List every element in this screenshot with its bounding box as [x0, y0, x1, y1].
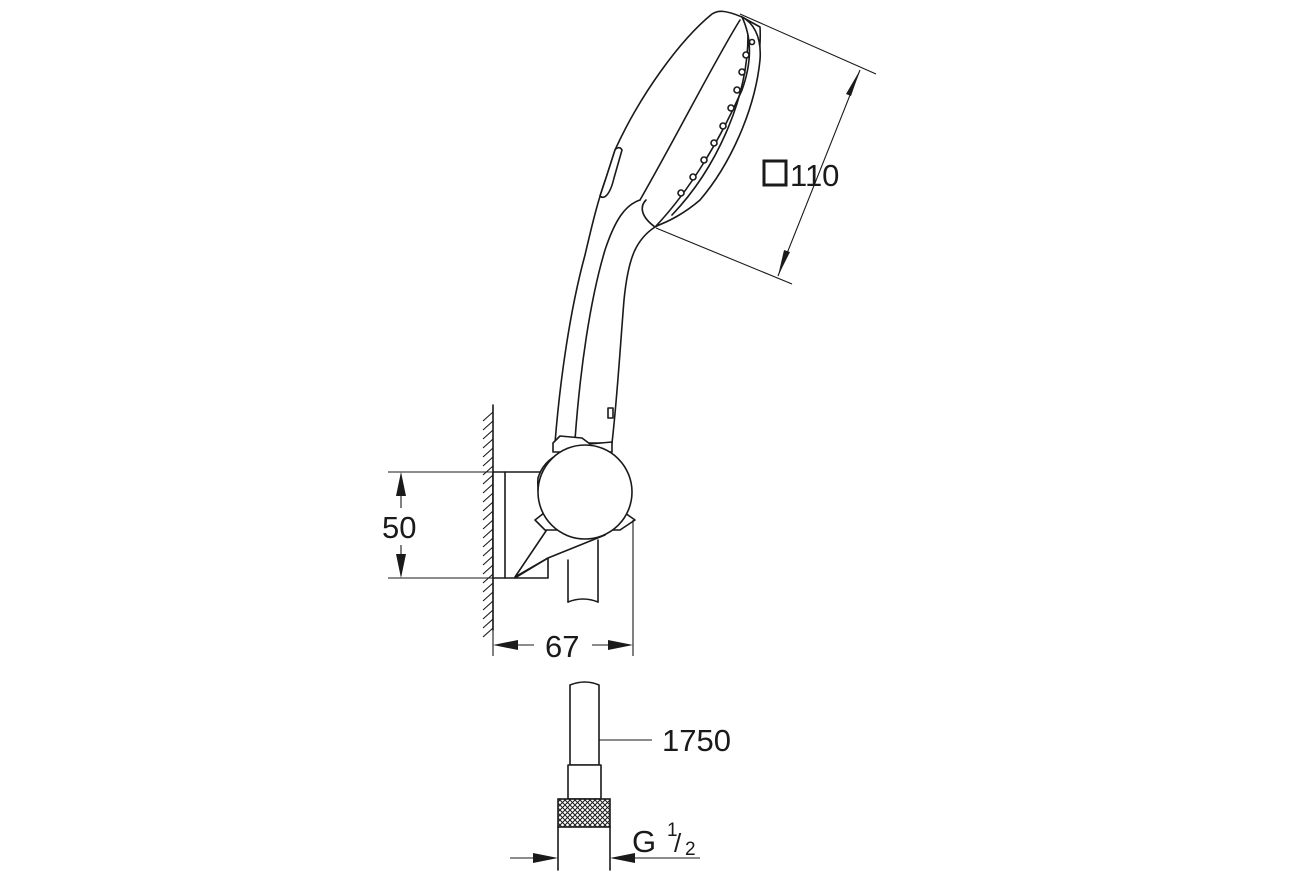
square-symbol: [762, 159, 788, 187]
thread-slash: /: [674, 828, 682, 858]
hatch-mark: [482, 519, 494, 530]
hose-detail: [557, 681, 611, 871]
hatch-mark: [482, 618, 494, 629]
dim-bracket-height-label: 50: [382, 510, 416, 545]
dimension-thread: G 1 / 2: [510, 820, 700, 863]
hatch-mark: [482, 420, 494, 431]
dim-hose-length-label: 1750: [662, 723, 731, 758]
spray-nozzles: [677, 38, 756, 197]
hatch-mark: [482, 591, 494, 602]
dimension-bracket-height: 50: [382, 471, 493, 579]
dimension-head-size: 110: [655, 13, 877, 285]
ball-joint: [534, 444, 636, 540]
thread-numerator: 1: [667, 820, 678, 841]
hatch-mark: [482, 555, 494, 566]
spray-selector-button: [599, 146, 623, 199]
hatch-mark: [482, 501, 494, 512]
hatch-mark: [482, 474, 494, 485]
hatch-mark: [482, 564, 494, 575]
hatch-mark: [482, 456, 494, 467]
dimension-hose-length: 1750: [599, 723, 731, 758]
hatch-mark: [482, 438, 494, 449]
hatch-mark: [482, 483, 494, 494]
hatch-mark: [482, 411, 494, 422]
hatch-mark: [482, 600, 494, 611]
hatch-mark: [482, 537, 494, 548]
hatch-mark: [482, 447, 494, 458]
dim-head-size-label: 110: [790, 158, 839, 193]
hand-shower: [552, 10, 762, 453]
wall-bracket: [492, 471, 606, 579]
hatch-mark: [482, 546, 494, 557]
knurled-hose-nut: [557, 798, 611, 828]
hatch-mark: [482, 492, 494, 503]
hatch-mark: [482, 582, 494, 593]
thread-letter: G: [632, 824, 656, 859]
thread-denominator: 2: [685, 839, 696, 860]
hatch-mark: [482, 609, 494, 620]
hatch-mark: [482, 510, 494, 521]
hatch-mark: [482, 528, 494, 539]
hatch-mark: [482, 429, 494, 440]
hatch-mark: [482, 627, 494, 638]
dim-bracket-depth-label: 67: [545, 629, 579, 664]
hatch-mark: [482, 465, 494, 476]
hose-upper-segment: [567, 539, 599, 603]
dimension-bracket-depth: 67: [492, 520, 634, 664]
wall-hatching: [482, 404, 494, 638]
